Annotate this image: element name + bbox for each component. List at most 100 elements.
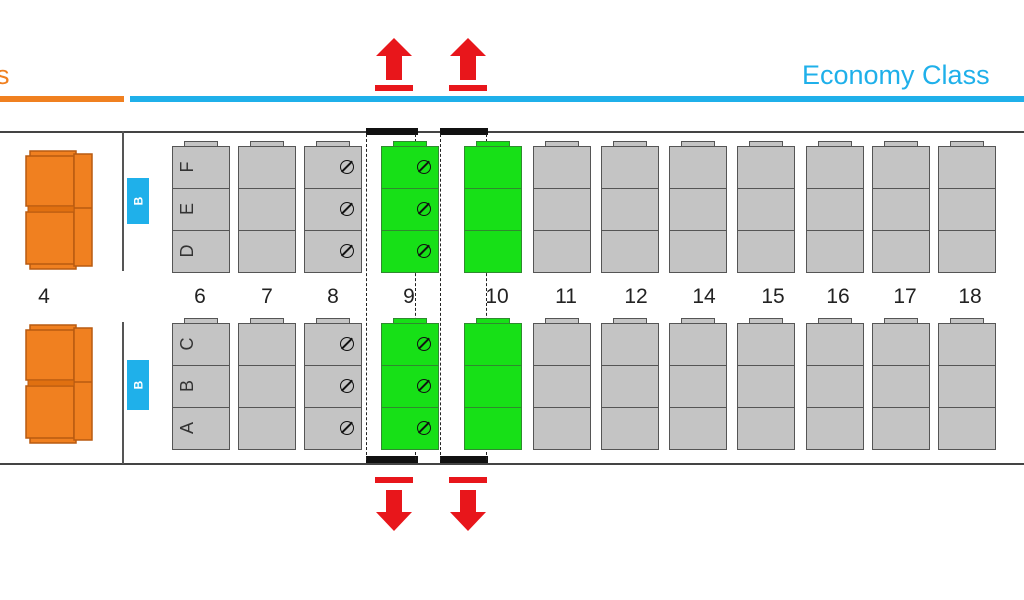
seat[interactable] [737,365,795,408]
exit-door-bracket [440,456,488,463]
no-recline-icon [340,244,354,258]
seat[interactable] [533,188,591,231]
seat-headrest [393,141,427,147]
seat[interactable] [669,407,727,450]
row-number: 8 [327,285,339,308]
seat[interactable] [238,146,296,189]
arrow-icon [449,38,487,91]
row-number: 16 [826,285,850,308]
seat[interactable] [872,188,930,231]
seat-headrest [393,318,427,324]
seat[interactable] [464,188,522,231]
seat[interactable] [806,323,864,366]
bulkhead-badge-bottom: B [127,360,149,410]
bulkhead-badge-top: B [127,178,149,224]
seat[interactable] [737,230,795,273]
seat[interactable] [806,407,864,450]
seat[interactable] [938,407,996,450]
bulkhead-partition-top [122,131,124,271]
seat[interactable] [238,188,296,231]
seat[interactable] [601,146,659,189]
no-recline-icon [340,337,354,351]
seat-headrest [250,318,284,324]
economy-class-label: Economy Class [802,60,990,90]
fuselage-bottom-line [0,463,1024,465]
seat[interactable] [464,146,522,189]
row-number: 10 [485,285,509,308]
seat-headrest [749,141,783,147]
seat[interactable] [601,230,659,273]
seat[interactable] [872,323,930,366]
seat[interactable] [938,146,996,189]
seat[interactable] [464,365,522,408]
seat[interactable] [938,188,996,231]
seat[interactable] [533,323,591,366]
business-class-rule [0,96,124,102]
no-recline-icon [417,337,431,351]
seat[interactable] [737,323,795,366]
no-recline-icon [340,160,354,174]
seat[interactable] [238,407,296,450]
seat[interactable] [464,323,522,366]
seat[interactable] [533,146,591,189]
arrow-icon [449,477,487,531]
seat[interactable] [806,365,864,408]
no-recline-icon [417,244,431,258]
seat[interactable] [172,323,230,366]
seat[interactable] [669,188,727,231]
seat[interactable] [238,365,296,408]
seat[interactable] [601,323,659,366]
seat[interactable] [533,365,591,408]
exit-door-bracket [440,128,488,135]
seat[interactable] [737,407,795,450]
seat[interactable] [669,230,727,273]
seat-headrest [681,141,715,147]
seat[interactable] [172,230,230,273]
business-seat[interactable] [24,322,94,446]
seat[interactable] [238,323,296,366]
seat[interactable] [238,230,296,273]
seat[interactable] [872,365,930,408]
seat-headrest [545,141,579,147]
seat[interactable] [464,230,522,273]
seat[interactable] [669,146,727,189]
seat[interactable] [172,407,230,450]
row-number: 9 [403,285,415,308]
seat-headrest [184,141,218,147]
row-number: 12 [624,285,648,308]
seat[interactable] [737,188,795,231]
seat-headrest [884,141,918,147]
seat[interactable] [806,188,864,231]
arrow-icon [375,38,413,91]
seat-headrest [681,318,715,324]
seat-headrest [950,318,984,324]
seat[interactable] [669,323,727,366]
seat[interactable] [172,365,230,408]
seat[interactable] [938,323,996,366]
seat[interactable] [737,146,795,189]
seat[interactable] [938,230,996,273]
seat[interactable] [872,146,930,189]
seat-headrest [250,141,284,147]
seat-headrest [818,141,852,147]
seat[interactable] [464,407,522,450]
arrow-icon [375,477,413,531]
seat[interactable] [172,146,230,189]
seat[interactable] [533,230,591,273]
seat[interactable] [806,146,864,189]
seat[interactable] [872,407,930,450]
seat[interactable] [601,188,659,231]
seat[interactable] [601,365,659,408]
seat-letter: A [177,422,197,435]
seat[interactable] [938,365,996,408]
seat-letter: B [177,380,197,393]
seat[interactable] [872,230,930,273]
no-recline-icon [417,160,431,174]
seat[interactable] [601,407,659,450]
seat[interactable] [669,365,727,408]
seat-headrest [613,141,647,147]
business-seat[interactable] [24,148,94,272]
economy-class-rule [130,96,1024,102]
seat[interactable] [806,230,864,273]
seat[interactable] [533,407,591,450]
